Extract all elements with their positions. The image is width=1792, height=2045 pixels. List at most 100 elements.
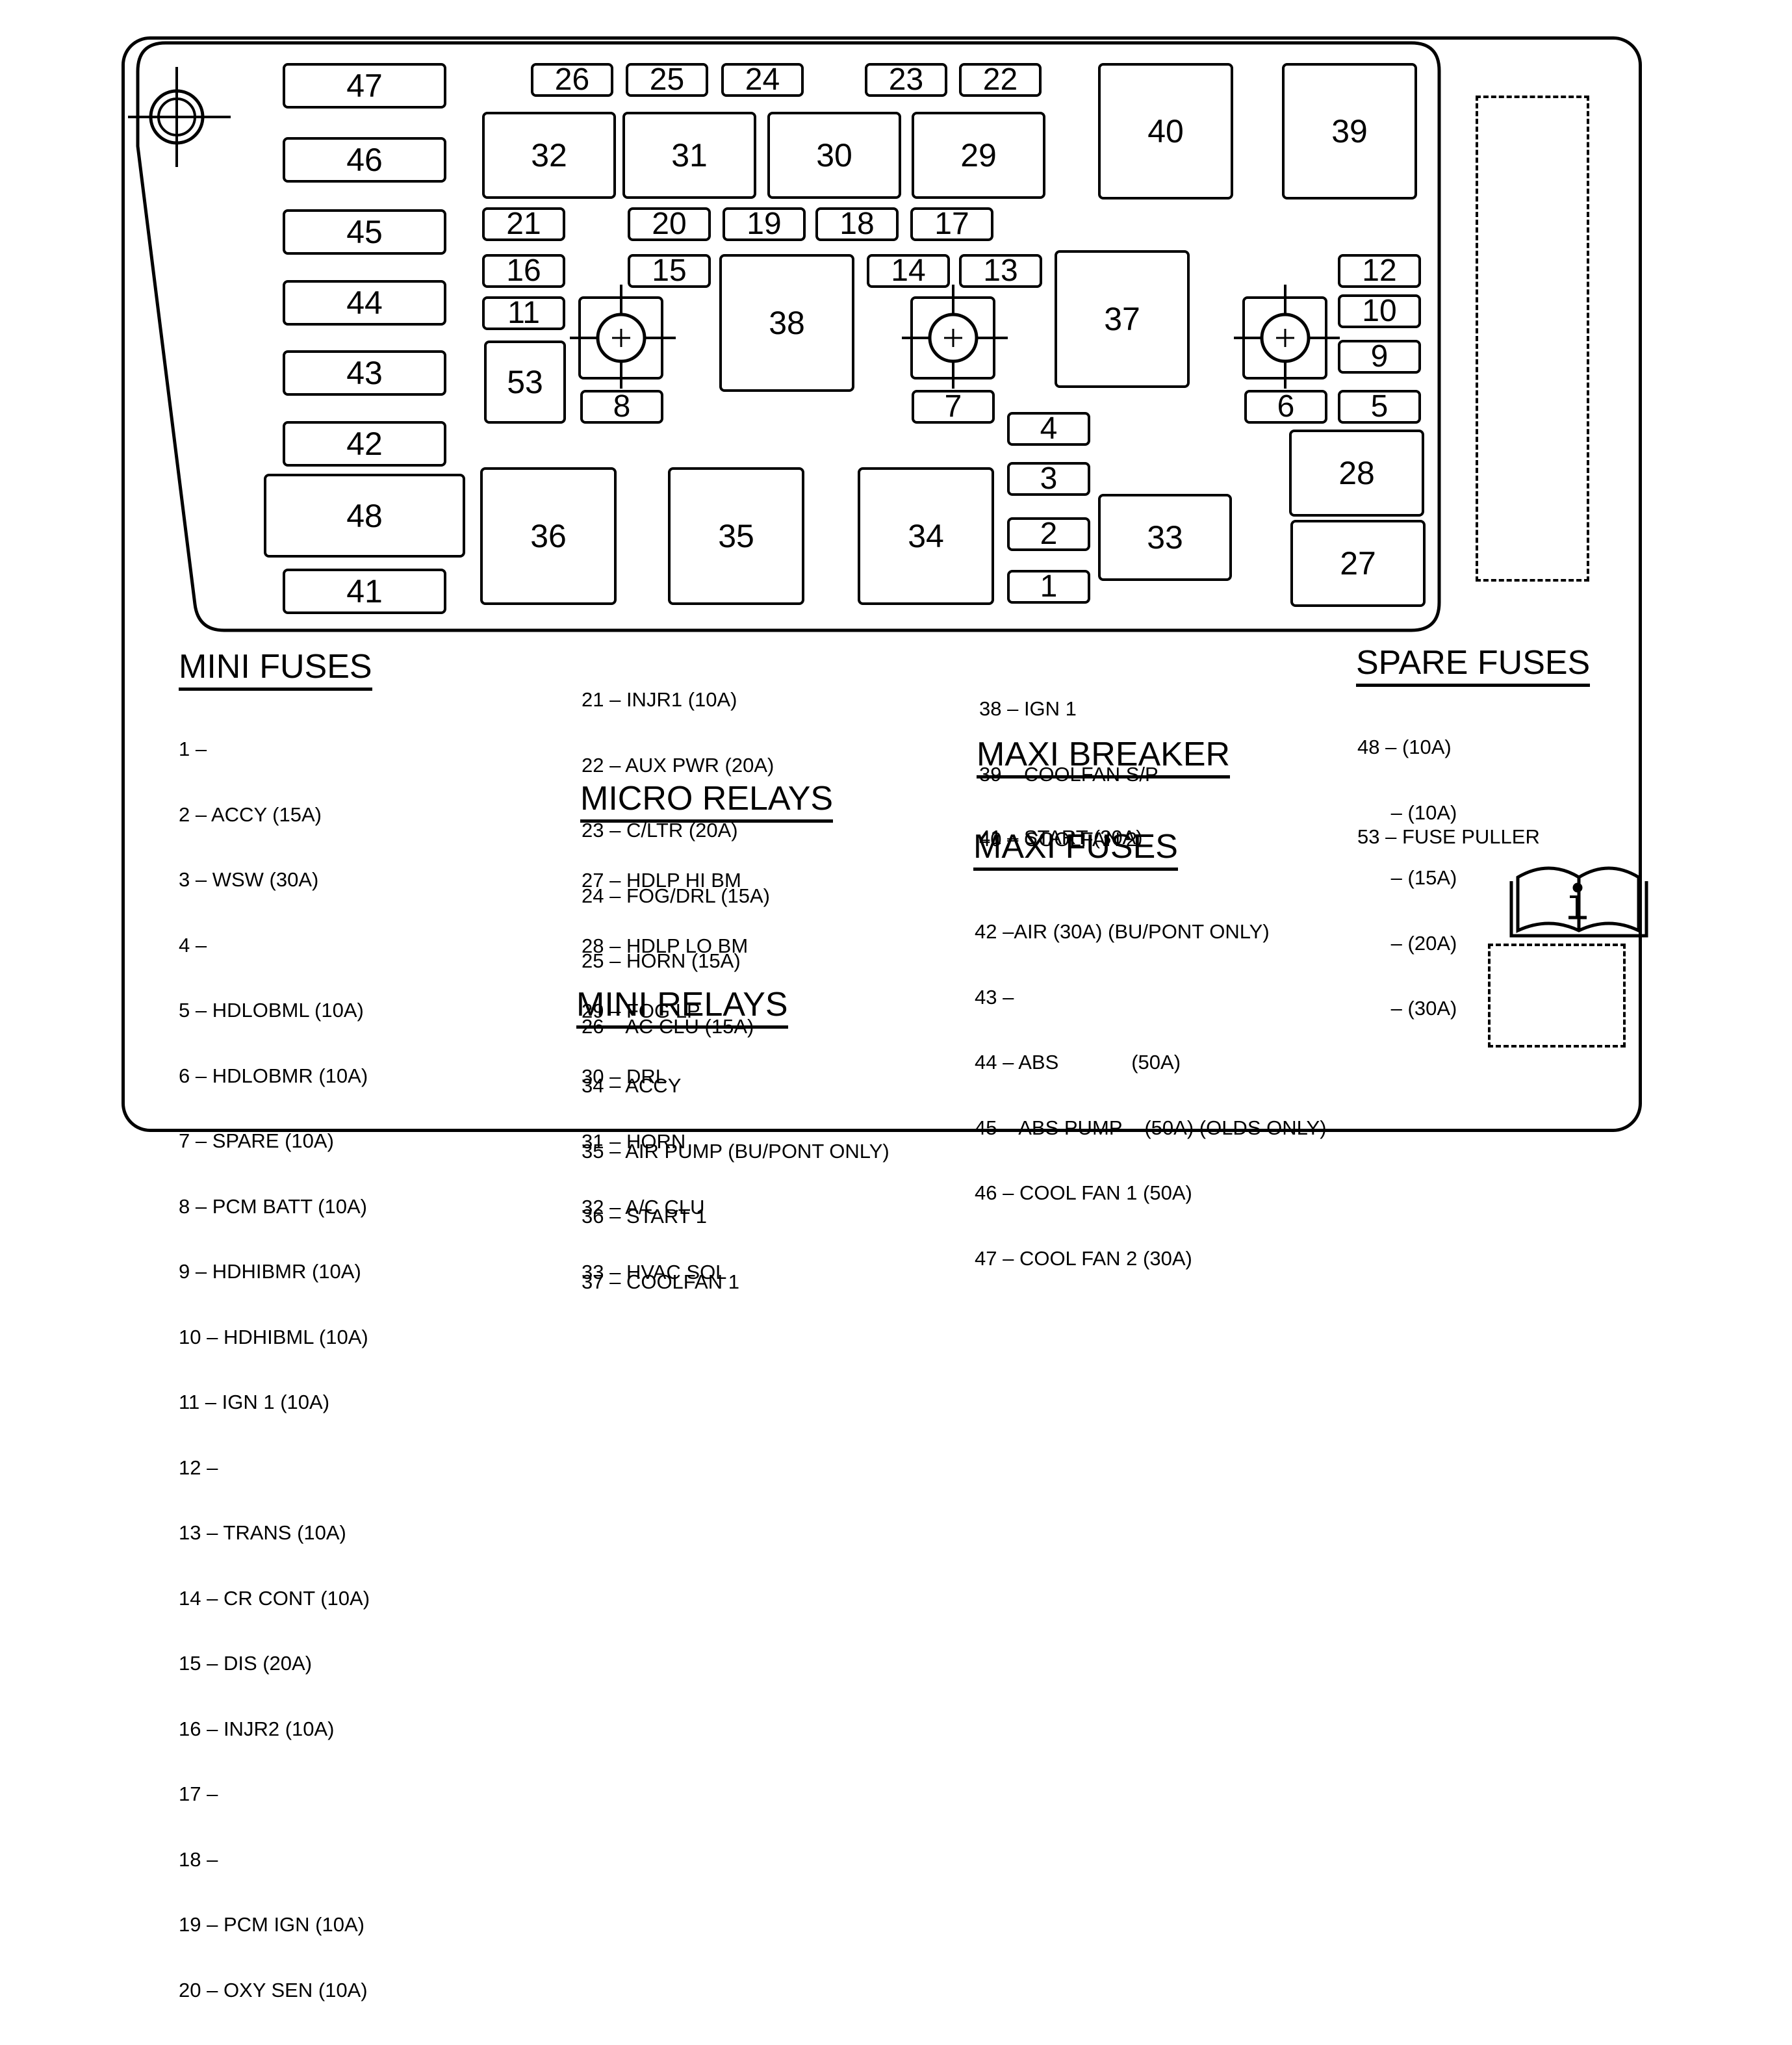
cell-25: 25 <box>626 63 708 97</box>
fuse-block-diagram: 47 46 45 44 43 42 48 41 26 25 24 23 22 3… <box>122 36 1648 2001</box>
list-item: 23 – C/LTR (20A) <box>582 819 738 842</box>
cell-10: 10 <box>1338 294 1421 328</box>
list-item: 36 – START 1 <box>582 1205 707 1228</box>
list-item: 2 – ACCY (15A) <box>179 803 322 826</box>
heading-maxi-fuses: MAXI FUSES <box>973 830 1178 871</box>
mounting-bolts <box>128 67 1340 389</box>
cell-9: 9 <box>1338 340 1421 374</box>
cell-45: 45 <box>283 209 446 255</box>
cell-13: 13 <box>959 254 1042 288</box>
list-item: 38 – IGN 1 <box>979 697 1077 720</box>
list-item: 21 – INJR1 (10A) <box>582 688 737 711</box>
cell-46: 46 <box>283 137 446 183</box>
list-item: 27 – HDLP HI BM <box>582 869 741 892</box>
dashed-area-right <box>1476 96 1589 582</box>
list-item: 46 – COOL FAN 1 (50A) <box>975 1181 1192 1204</box>
mounting-bolt-icon <box>902 285 1008 389</box>
fuse-puller-label: 53 – FUSE PULLER <box>1357 825 1540 848</box>
cell-3: 3 <box>1007 462 1090 496</box>
mounting-bolt-icon <box>1234 285 1340 389</box>
cell-1: 1 <box>1007 570 1090 604</box>
list-item: 20 – OXY SEN (10A) <box>179 1978 368 2001</box>
list-item: 31 – HORN <box>582 1130 686 1153</box>
cell-40: 40 <box>1098 63 1233 199</box>
cell-35: 35 <box>668 467 804 605</box>
cell-2: 2 <box>1007 517 1090 551</box>
list-item: 28 – HDLP LO BM <box>582 934 749 957</box>
cell-53: 53 <box>484 341 566 424</box>
list-item: 37 – COOLFAN 1 <box>582 1270 739 1293</box>
list-item: – (20A) <box>1357 931 1457 955</box>
manual-book-info-icon <box>1509 866 1648 938</box>
list-item: 24 – FOG/DRL (15A) <box>582 884 771 907</box>
list-item: – (15A) <box>1357 866 1457 889</box>
cell-39: 39 <box>1282 63 1417 199</box>
list-item: 29 – FOG LP <box>582 999 700 1022</box>
cell-48: 48 <box>264 474 465 558</box>
cell-24: 24 <box>721 63 804 97</box>
list-item: 6 – HDLOBMR (10A) <box>179 1064 368 1087</box>
list-item: 40 – COOLFAN 2 <box>979 828 1137 851</box>
list-item: 45 – ABS PUMP (50A) (OLDS ONLY) <box>975 1116 1327 1139</box>
cell-37: 37 <box>1055 250 1190 388</box>
cell-21: 21 <box>482 207 565 241</box>
list-item: – (10A) <box>1357 801 1457 824</box>
cell-4: 4 <box>1007 412 1090 446</box>
list-item: 11 – IGN 1 (10A) <box>179 1391 330 1413</box>
dashed-area-bottom-right <box>1488 944 1626 1048</box>
list-item: 35 – AIR PUMP (BU/PONT ONLY) <box>582 1139 890 1163</box>
list-item: 22 – AUX PWR (20A) <box>582 753 774 777</box>
list-item: 44 – ABS (50A) <box>975 1051 1181 1074</box>
cell-16: 16 <box>482 254 565 288</box>
list-maxi-breaker: 41 – START (30A) <box>979 783 1143 892</box>
list-item: 30 – DRL <box>582 1064 667 1088</box>
heading-micro-relays: MICRO RELAYS <box>580 782 834 823</box>
list-item: 7 – SPARE (10A) <box>179 1129 334 1152</box>
cell-8: 8 <box>580 390 663 424</box>
cell-34: 34 <box>858 467 994 605</box>
list-item: 18 – <box>179 1847 218 1871</box>
list-item: 34 – ACCY <box>582 1074 682 1097</box>
list-item: 8 – PCM BATT (10A) <box>179 1194 367 1218</box>
cell-17: 17 <box>910 207 993 241</box>
list-item: 39 – COOLFAN S/P <box>979 762 1158 786</box>
fuse-block-outline <box>136 41 1441 632</box>
list-item: 43 – <box>975 985 1014 1009</box>
heading-spare-fuses: SPARE FUSES <box>1356 646 1591 687</box>
cell-18: 18 <box>815 207 899 241</box>
cell-44: 44 <box>283 280 446 326</box>
cell-7: 7 <box>912 390 995 424</box>
list-item: 5 – HDLOBML (10A) <box>179 999 364 1022</box>
cell-33: 33 <box>1098 494 1232 581</box>
list-maxi-fuses: 42 –AIR (30A) (BU/PONT ONLY) 43 – 44 – A… <box>975 877 1327 1313</box>
list-item: 48 – (10A) <box>1357 736 1452 758</box>
cell-20: 20 <box>628 207 711 241</box>
mounting-bolt-icon <box>128 67 231 167</box>
list-item: 4 – <box>179 933 207 957</box>
list-item: 10 – HDHIBML (10A) <box>179 1325 368 1348</box>
cell-23: 23 <box>865 63 947 97</box>
cell-31: 31 <box>622 112 756 199</box>
list-item: 16 – INJR2 (10A) <box>179 1717 335 1740</box>
cell-47: 47 <box>283 63 446 109</box>
list-item: 9 – HDHIBMR (10A) <box>179 1260 361 1283</box>
fuse-block-housing <box>136 41 1441 632</box>
heading-mini-fuses: MINI FUSES <box>179 650 372 691</box>
list-item: 47 – COOL FAN 2 (30A) <box>975 1246 1192 1270</box>
list-item: – (30A) <box>1357 997 1457 1020</box>
heading-mini-relays: MINI RELAYS <box>576 988 788 1029</box>
cell-22: 22 <box>959 63 1042 97</box>
list-item: 17 – <box>179 1782 218 1805</box>
mounting-bolt-icon <box>570 285 676 389</box>
list-mini-relays-cont: 38 – IGN 1 39 – COOLFAN S/P 40 – COOLFAN… <box>979 654 1158 894</box>
list-item: 1 – <box>179 738 207 760</box>
cell-19: 19 <box>723 207 806 241</box>
list-spare-fuses: 48 – (10A) – (10A) – (15A) – (20A) – (30… <box>1357 693 1457 1063</box>
cell-30: 30 <box>767 112 901 199</box>
list-mini-relays: 34 – ACCY 35 – AIR PUMP (BU/PONT ONLY) 3… <box>582 1031 890 1336</box>
list-item: 15 – DIS (20A) <box>179 1652 313 1675</box>
cell-15: 15 <box>628 254 711 288</box>
list-mini-fuses-cont: 21 – INJR1 (10A) 22 – AUX PWR (20A) 23 –… <box>582 645 774 1081</box>
list-mini-fuses: 1 – 2 – ACCY (15A) 3 – WSW (30A) 4 – 5 –… <box>179 695 370 2044</box>
diagram-border <box>122 36 1642 1132</box>
